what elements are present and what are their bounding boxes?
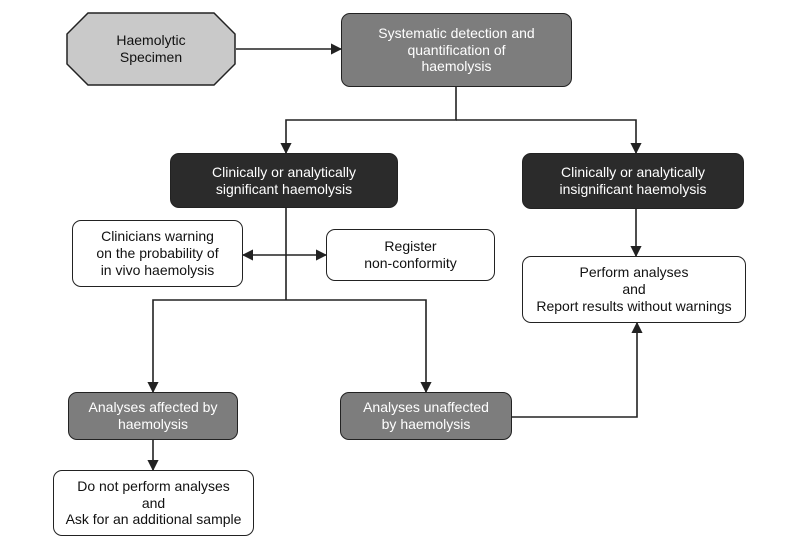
arrow-to-affected	[147, 299, 286, 394]
clinicians-warning-node: Clinicians warning on the probability of…	[72, 220, 243, 287]
perform-analyses-label: Perform analyses and Report results with…	[536, 264, 732, 314]
significant-haemolysis-node: Clinically or analytically significant h…	[170, 153, 398, 208]
clinicians-warning-label: Clinicians warning on the probability of…	[96, 228, 219, 278]
arrow-to-unaffected	[286, 299, 432, 394]
significant-haemolysis-label: Clinically or analytically significant h…	[212, 163, 356, 197]
perform-analyses-node: Perform analyses and Report results with…	[522, 256, 746, 323]
analyses-affected-label: Analyses affected by haemolysis	[88, 399, 218, 432]
arrow-detection-to-significant	[280, 87, 457, 155]
arrow-detection-to-insignificant	[456, 119, 642, 155]
systematic-detection-node: Systematic detection and quantification …	[341, 13, 572, 87]
register-nonconformity-label: Register non-conformity	[364, 238, 457, 271]
do-not-perform-label: Do not perform analyses and Ask for an a…	[65, 477, 242, 528]
haemolytic-specimen-label: Haemolytic Specimen	[116, 31, 186, 66]
analyses-unaffected-label: Analyses unaffected by haemolysis	[363, 399, 489, 432]
register-nonconformity-node: Register non-conformity	[326, 229, 495, 281]
haemolytic-specimen-node: Haemolytic Specimen	[66, 12, 236, 86]
analyses-unaffected-node: Analyses unaffected by haemolysis	[340, 392, 512, 440]
systematic-detection-label: Systematic detection and quantification …	[378, 24, 535, 75]
analyses-affected-node: Analyses affected by haemolysis	[68, 392, 238, 440]
do-not-perform-node: Do not perform analyses and Ask for an a…	[53, 470, 254, 536]
insignificant-haemolysis-node: Clinically or analytically insignificant…	[522, 153, 744, 209]
octagon-shape	[66, 12, 236, 86]
arrow-unaffected-to-perform	[512, 321, 643, 418]
insignificant-haemolysis-label: Clinically or analytically insignificant…	[559, 164, 707, 197]
